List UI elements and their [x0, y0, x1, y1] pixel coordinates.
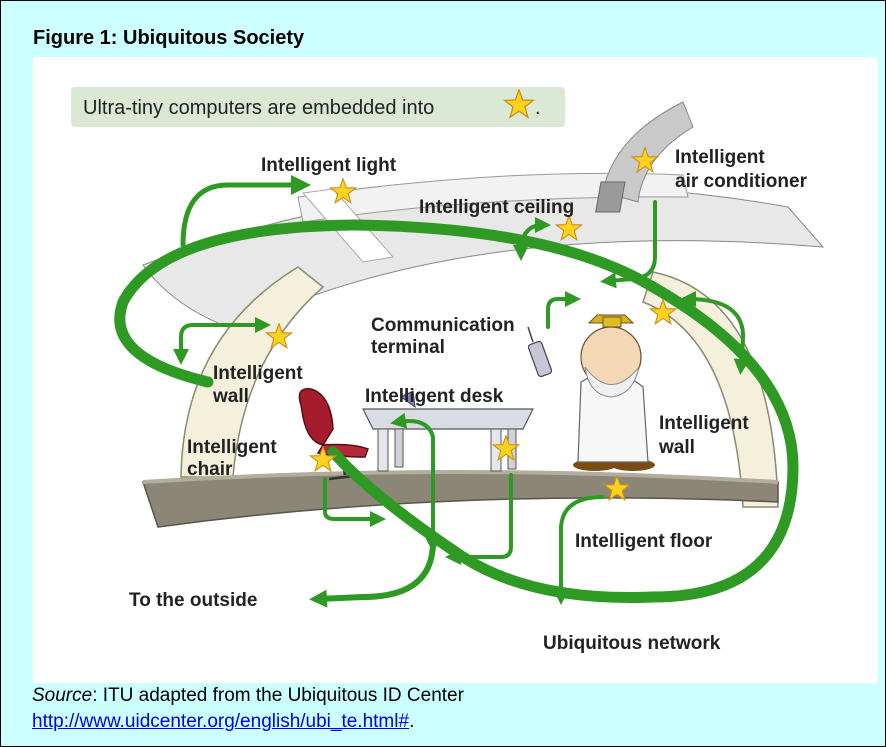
figure-title: Figure 1: Ubiquitous Society	[33, 27, 305, 49]
label-intelligent-light: Intelligent light	[261, 155, 397, 176]
label-intelligent-ac-line2: air conditioner	[675, 171, 808, 192]
label-intelligent-wall-right-line1: Intelligent	[659, 413, 749, 434]
label-comm-terminal-line2: terminal	[371, 337, 445, 358]
chair	[298, 388, 369, 481]
source-link[interactable]: http://www.uidcenter.org/english/ubi_te.…	[32, 711, 410, 732]
caption-source-line: Source: ITU adapted from the Ubiquitous …	[32, 683, 464, 709]
caption-link-line: http://www.uidcenter.org/english/ubi_te.…	[32, 709, 464, 735]
label-to-outside: To the outside	[129, 590, 257, 611]
label-comm-terminal-line1: Communication	[371, 315, 515, 336]
label-intelligent-wall-left-line2: wall	[212, 386, 249, 407]
professor-figure	[527, 314, 655, 471]
diagram-labels: Intelligent light Intelligent air condit…	[129, 147, 808, 654]
label-intelligent-chair-line2: chair	[187, 459, 233, 480]
label-intelligent-chair-line1: Intelligent	[187, 437, 277, 458]
legend-text: Ultra-tiny computers are embedded into	[83, 97, 434, 119]
caption-end: .	[409, 711, 415, 732]
label-intelligent-ceiling: Intelligent ceiling	[419, 197, 574, 218]
diagram: Ultra-tiny computers are embedded into .	[33, 57, 878, 683]
legend: Ultra-tiny computers are embedded into .	[71, 87, 565, 127]
label-intelligent-wall-left-line1: Intelligent	[213, 363, 303, 384]
label-ubiquitous-network: Ubiquitous network	[543, 633, 721, 654]
label-intelligent-ac-line1: Intelligent	[675, 147, 765, 168]
label-intelligent-desk: Intelligent desk	[365, 386, 504, 407]
legend-background	[71, 87, 565, 127]
label-intelligent-floor: Intelligent floor	[575, 531, 713, 552]
network-arrows	[114, 175, 799, 608]
label-intelligent-wall-right-line2: wall	[658, 437, 695, 458]
caption-source-text: : ITU adapted from the Ubiquitous ID Cen…	[92, 685, 464, 706]
figure-caption: Source: ITU adapted from the Ubiquitous …	[32, 683, 464, 735]
legend-suffix: .	[535, 97, 541, 119]
to-outside-arrow	[309, 539, 436, 608]
caption-source-word: Source	[32, 685, 93, 706]
